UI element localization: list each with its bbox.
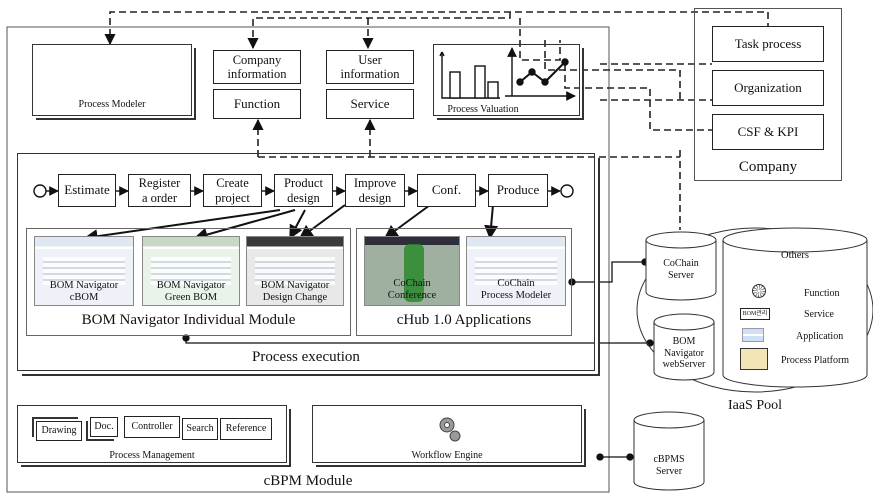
service-box[interactable]: Service: [326, 89, 414, 119]
server-links: [182, 258, 654, 461]
cochain-process-modeler-label: CoChain Process Modeler: [480, 278, 552, 301]
step-produce[interactable]: Produce: [488, 174, 548, 207]
cbpms-server-label: cBPMS Server: [653, 454, 685, 477]
iaas-pool-outline: [636, 227, 873, 393]
process-platform-icon: [740, 348, 768, 370]
service-icon: BOM관리: [740, 308, 770, 320]
application-icon: [742, 328, 764, 342]
cbpm-module-title: cBPM Module: [263, 473, 353, 489]
iaas-pool-title: IaaS Pool: [727, 398, 783, 413]
bom-navigator-module: [26, 228, 351, 336]
gear-icon: [439, 417, 461, 442]
bom-webserver-label: BOM Navigator webServer: [662, 336, 706, 370]
user-information-box[interactable]: User information: [326, 50, 414, 84]
bom-cbom-screenshot[interactable]: [34, 236, 134, 306]
process-modeler-panel[interactable]: [32, 44, 192, 116]
chub-module: [356, 228, 572, 336]
bom-cbom-label: BOM Navigator cBOM: [49, 280, 119, 303]
function-box[interactable]: Function: [213, 89, 301, 119]
process-modeler-label: Process Modeler: [78, 99, 146, 110]
others-process-platform-label: Process Platform: [781, 355, 850, 366]
process-management-label: Process Management: [109, 450, 195, 461]
doc-item[interactable]: Doc.: [90, 417, 118, 437]
cochain-server-label: CoChain Server: [663, 258, 699, 281]
chub-module-title: cHub 1.0 Applications: [396, 312, 532, 328]
bom-green-label: BOM Navigator Green BOM: [156, 280, 226, 303]
step-create-project[interactable]: Create project: [203, 174, 262, 207]
company-panel: [694, 8, 842, 181]
process-execution-title: Process execution: [252, 349, 360, 365]
others-application-label: Application: [796, 331, 844, 342]
cochain-server-cylinder: [645, 231, 717, 301]
workflow-engine-label: Workflow Engine: [411, 450, 483, 461]
controller-item[interactable]: Controller: [124, 416, 180, 438]
bom-design-change-label: BOM Navigator Design Change: [260, 280, 330, 303]
others-service-label: Service: [804, 309, 834, 320]
workflow-engine-panel[interactable]: [312, 405, 582, 463]
bom-webserver-cylinder: [653, 313, 715, 381]
process-valuation-panel[interactable]: [433, 44, 580, 116]
cbpms-server-cylinder: [633, 411, 705, 491]
cad-model-figure: [404, 244, 424, 302]
task-process-box[interactable]: Task process: [712, 26, 824, 62]
cochain-conference-label: CoChain Conference: [387, 278, 437, 301]
others-function-label: Function: [804, 288, 840, 299]
bom-green-screenshot[interactable]: [142, 236, 240, 306]
function-icon: [752, 284, 766, 298]
step-register-order[interactable]: Register a order: [128, 174, 191, 207]
cochain-process-modeler-screenshot[interactable]: [466, 236, 566, 306]
search-item[interactable]: Search: [182, 418, 218, 440]
flow-arrows: [33, 184, 574, 198]
company-information-box[interactable]: Company information: [213, 50, 301, 84]
step-product-design[interactable]: Product design: [274, 174, 333, 207]
organization-box[interactable]: Organization: [712, 70, 824, 106]
cbpm-frame: [6, 26, 610, 493]
others-title: Others: [781, 250, 809, 261]
bom-design-change-screenshot[interactable]: [246, 236, 344, 306]
process-valuation-label: Process Valuation: [447, 104, 519, 115]
step-conf[interactable]: Conf.: [417, 174, 476, 207]
process-valuation-icon: [439, 47, 576, 101]
csf-kpi-box[interactable]: CSF & KPI: [712, 114, 824, 150]
company-title: Company: [738, 159, 798, 175]
step-improve-design[interactable]: Improve design: [345, 174, 405, 207]
bom-module-title: BOM Navigator Individual Module: [81, 312, 296, 328]
dashed-links: [104, 11, 769, 230]
drawing-item[interactable]: Drawing: [36, 421, 82, 441]
reference-item[interactable]: Reference: [220, 418, 272, 440]
step-estimate[interactable]: Estimate: [58, 174, 116, 207]
module-arrows: [83, 204, 499, 244]
